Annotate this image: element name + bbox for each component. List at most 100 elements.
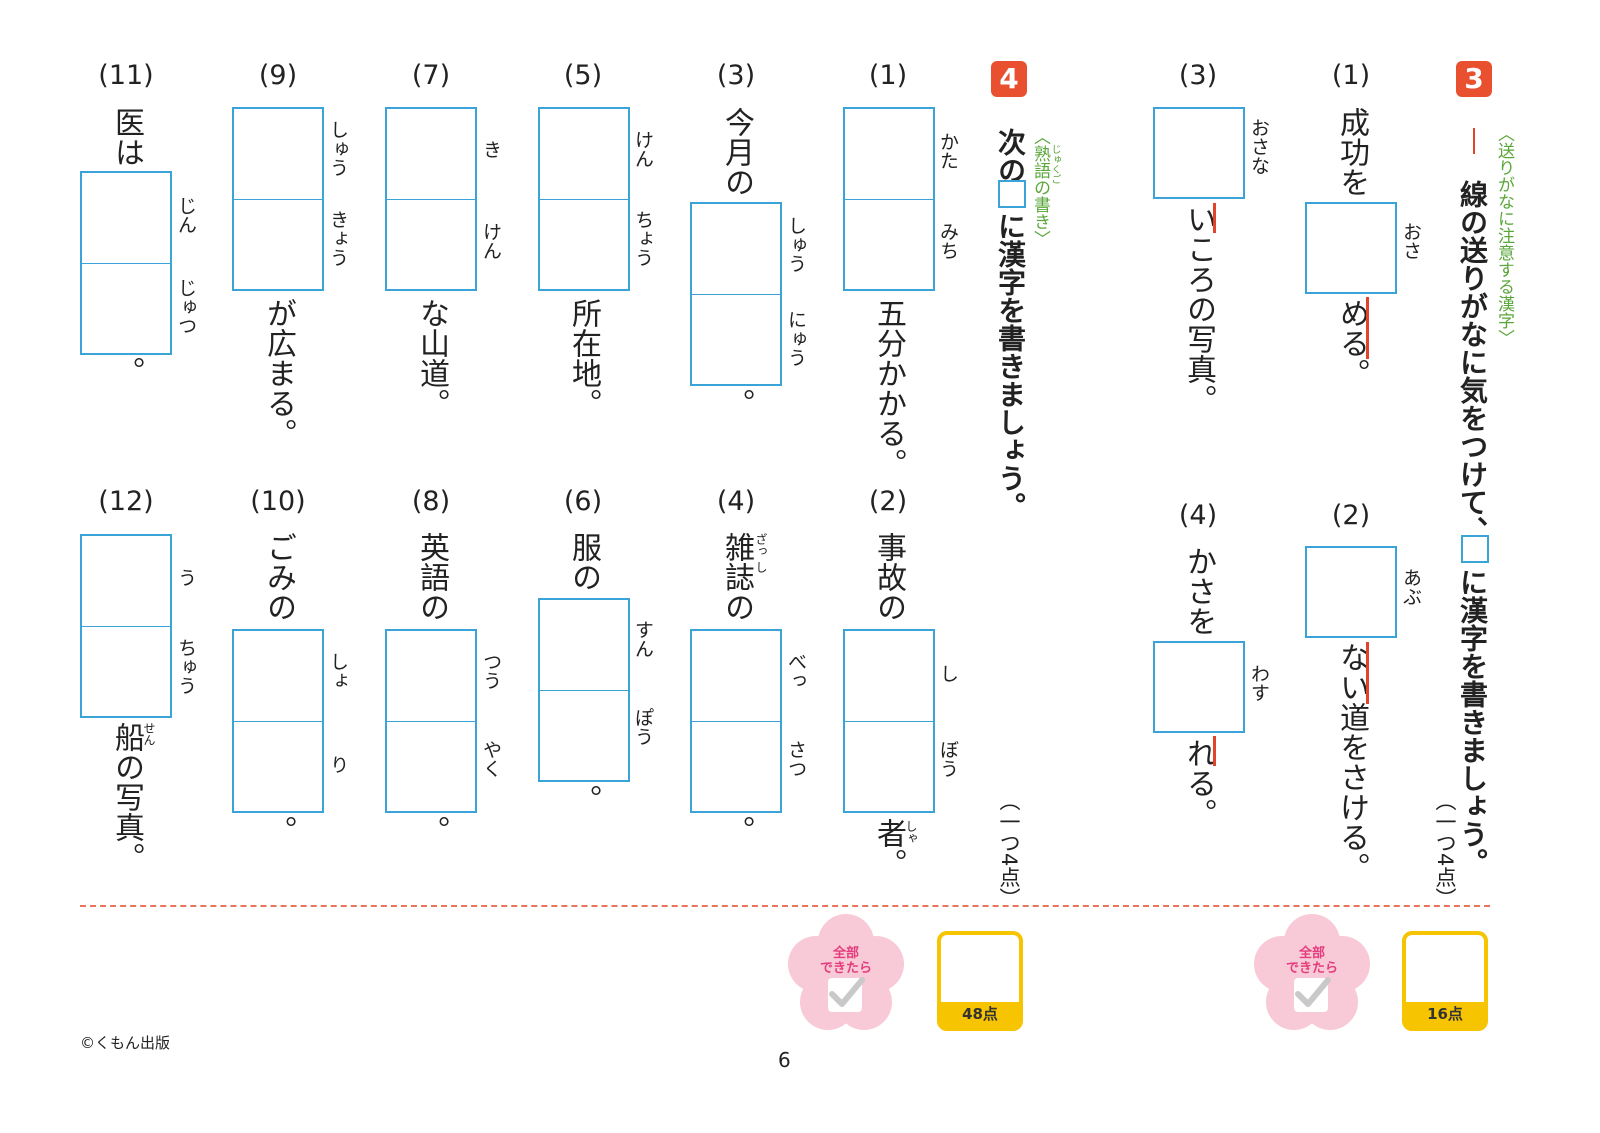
- question-ending: な山道。: [414, 298, 449, 418]
- answer-box[interactable]: [843, 107, 935, 291]
- answer-box[interactable]: [1305, 546, 1397, 638]
- question-ending: 五分かかる。: [871, 298, 906, 478]
- reading-hint: ぽう: [632, 708, 654, 746]
- reading-hint: つう: [480, 652, 502, 690]
- section4-category-ruby: じゅくご: [1049, 144, 1060, 184]
- score-total: 16点: [1406, 1002, 1484, 1027]
- answer-box[interactable]: [385, 629, 477, 813]
- reading-hint: り: [327, 755, 349, 774]
- okurigana-underline: [1213, 736, 1216, 766]
- reading-hint: じゅつ: [175, 278, 197, 335]
- reading-hint: あぶ: [1400, 568, 1422, 606]
- section3-category: 〈送りがなに注意する漢字〉: [1494, 125, 1514, 346]
- question-number: (3): [1178, 60, 1218, 91]
- question-stem: 服の: [566, 532, 601, 592]
- answer-box[interactable]: [232, 629, 324, 813]
- section4-instruction-a: 次の: [994, 128, 1027, 184]
- reading-hint: みち: [937, 222, 959, 260]
- section3-badge: 3: [1456, 61, 1492, 97]
- score-box[interactable]: 16点: [1402, 931, 1488, 1031]
- answer-box[interactable]: [690, 202, 782, 386]
- reading-hint: かた: [937, 132, 959, 170]
- instruction-line-sample: [1473, 128, 1475, 154]
- answer-box[interactable]: [80, 534, 172, 718]
- reading-hint: おさ: [1400, 222, 1422, 260]
- question-stem: 英語の: [414, 532, 449, 622]
- answer-box[interactable]: [232, 107, 324, 291]
- question-number: (2): [868, 486, 908, 517]
- answer-box[interactable]: [1153, 641, 1245, 733]
- okurigana-underline: [1366, 642, 1369, 704]
- stamp-caption: 全部 できたら: [819, 946, 872, 976]
- question-ending: 。: [261, 815, 296, 845]
- question-ending: 船の写真。: [109, 722, 144, 872]
- reading-hint: ちゅう: [175, 638, 197, 695]
- answer-box[interactable]: [1305, 202, 1397, 294]
- question-number: (12): [98, 486, 154, 517]
- question-ending: れる。: [1181, 738, 1216, 828]
- question-ending: が広まる。: [261, 298, 296, 448]
- okurigana-underline: [1213, 203, 1216, 233]
- question-ending: 者。: [871, 818, 906, 878]
- ruby-text: せん: [142, 722, 156, 746]
- section4-points: （一つ4点）: [997, 790, 1021, 909]
- score-total: 48点: [941, 1002, 1019, 1027]
- question-stem: 今月の: [719, 107, 754, 197]
- question-number: (1): [1331, 60, 1371, 91]
- question-stem: ごみの: [261, 532, 296, 622]
- question-ending: 。: [719, 815, 754, 845]
- instruction-box-sample: [998, 180, 1026, 208]
- reading-hint: すん: [632, 620, 654, 658]
- question-stem: かさを: [1181, 546, 1216, 636]
- question-number: (11): [98, 60, 154, 91]
- answer-box[interactable]: [538, 598, 630, 782]
- question-stem: 成功を: [1334, 107, 1369, 197]
- reading-hint: じん: [175, 196, 197, 234]
- question-ending: ない道をさける。: [1334, 642, 1369, 882]
- reading-hint: べっ: [785, 652, 807, 690]
- question-ending: 所在地。: [566, 298, 601, 418]
- answer-box[interactable]: [385, 107, 477, 291]
- ruby-text: ざっ し: [754, 533, 768, 573]
- instruction-box-sample: [1461, 535, 1489, 563]
- question-number: (2): [1331, 500, 1371, 531]
- section4-instruction-b: に漢字を書きましょう。: [994, 212, 1027, 520]
- reading-hint: しょ: [327, 652, 349, 690]
- question-number: (8): [411, 486, 451, 517]
- question-number: (7): [411, 60, 451, 91]
- answer-box[interactable]: [690, 629, 782, 813]
- answer-box[interactable]: [843, 629, 935, 813]
- question-number: (4): [1178, 500, 1218, 531]
- question-ending: 。: [414, 815, 449, 845]
- okurigana-underline: [1366, 297, 1369, 359]
- reading-hint: けん: [480, 222, 502, 260]
- stamp-caption: 全部 できたら: [1285, 946, 1338, 976]
- ruby-text: しゃ: [904, 820, 918, 844]
- question-number: (4): [716, 486, 756, 517]
- reading-hint: き: [480, 140, 502, 159]
- reading-hint: わす: [1248, 664, 1270, 702]
- question-stem: 医は: [109, 107, 144, 167]
- section4-category: 〈熟語の書き〉: [1030, 128, 1050, 247]
- reading-hint: しゅう: [785, 216, 807, 273]
- reading-hint: おさな: [1248, 118, 1270, 175]
- flower-stamp-icon: [1254, 914, 1370, 1030]
- answer-box[interactable]: [1153, 107, 1245, 199]
- reading-hint: さつ: [785, 740, 807, 778]
- question-number: (3): [716, 60, 756, 91]
- reading-hint: う: [175, 568, 197, 587]
- section3-instruction-b: に漢字を書きましょう。: [1456, 568, 1489, 876]
- answer-box[interactable]: [538, 107, 630, 291]
- reading-hint: にゅう: [785, 310, 807, 367]
- reading-hint: きょう: [327, 210, 349, 267]
- flower-stamp-icon: [788, 914, 904, 1030]
- reading-hint: けん: [632, 130, 654, 168]
- score-box[interactable]: 48点: [937, 931, 1023, 1031]
- section4-badge: 4: [991, 61, 1027, 97]
- question-number: (10): [250, 486, 306, 517]
- question-ending: いころの写真。: [1181, 204, 1216, 414]
- question-ending: 。: [719, 388, 754, 418]
- answer-box[interactable]: [80, 171, 172, 355]
- question-number: (5): [563, 60, 603, 91]
- question-stem: 事故の: [871, 532, 906, 622]
